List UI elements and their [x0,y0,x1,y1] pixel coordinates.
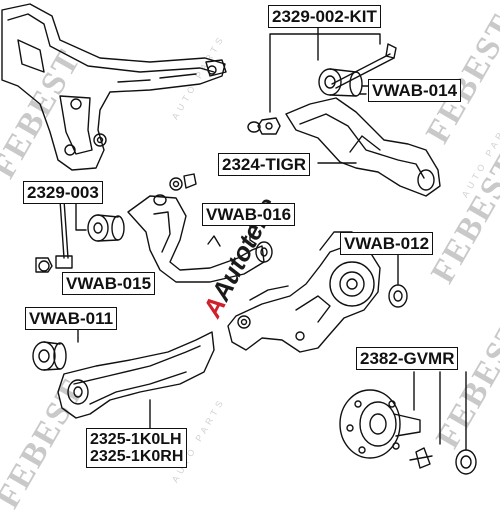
bushing-vwab-014-drawing [318,68,369,97]
label-2325-1k0lh-1k0rh[interactable]: 2325-1K0LH 2325-1K0RH [86,428,188,468]
bushing-vwab-012-drawing [388,249,408,308]
label-vwab-014[interactable]: VWAB-014 [368,79,462,102]
bolt-2329-003-drawing [35,199,87,273]
parts-drawing [1,3,477,475]
nut-washer-drawing [247,117,281,135]
bolt-upper-drawing [331,43,397,89]
label-2325-1k0rh: 2325-1K0RH [90,448,184,465]
wheel-hub-2382-gvmr-drawing [339,371,477,475]
lower-arm-2325-drawing [57,331,215,419]
leader-2329-002-kit [269,22,381,113]
label-2325-1k0lh: 2325-1K0LH [90,431,182,448]
rear-subframe-drawing [1,3,227,171]
label-2329-002-kit[interactable]: 2329-002-KIT [268,5,381,28]
control-arm-2324-tigr-drawing [285,97,441,197]
label-2329-003[interactable]: 2329-003 [23,181,103,204]
bushing-vwab-016-drawing [249,219,273,263]
parts-diagram: FEBEST FEBEST FEBEST FEBEST FEBEST AUTO … [0,3,500,515]
label-vwab-012[interactable]: VWAB-012 [340,232,434,255]
label-vwab-011[interactable]: VWAB-011 [25,307,118,330]
bushing-vwab-015-drawing [87,214,125,242]
bushing-vwab-011-drawing [32,327,79,371]
label-2382-gvmr[interactable]: 2382-GVMR [356,347,459,370]
label-vwab-015[interactable]: VWAB-015 [62,272,156,295]
label-vwab-016[interactable]: VWAB-016 [202,203,296,226]
upper-link-drawing [127,173,265,283]
label-2324-tigr[interactable]: 2324-TIGR [218,153,311,176]
